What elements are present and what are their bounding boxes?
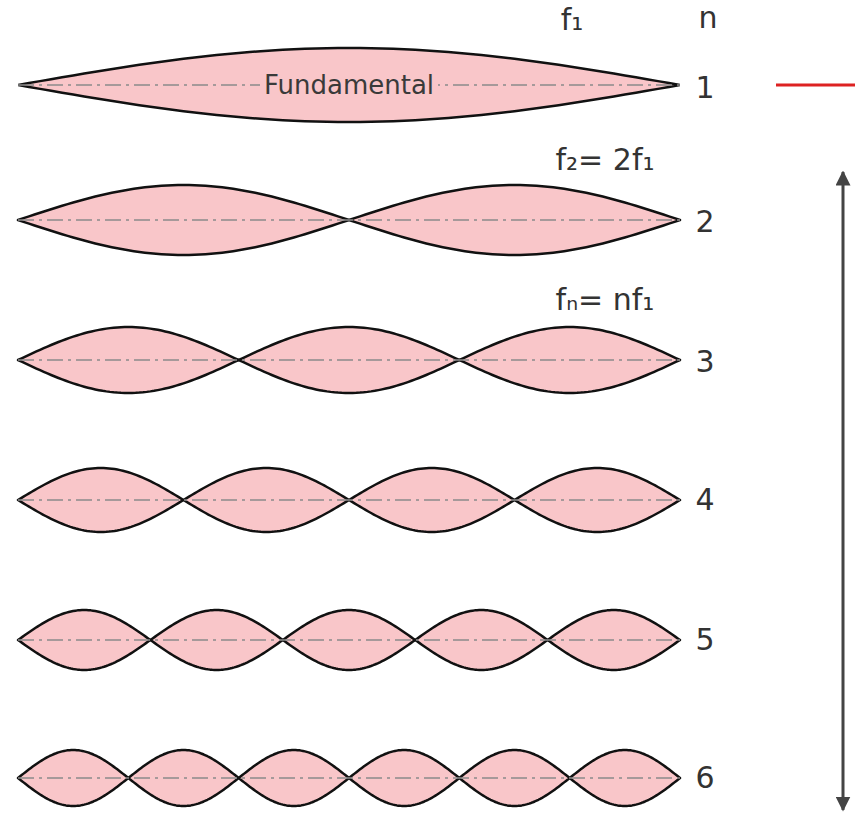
- frequency-symbol: f₁: [561, 5, 584, 35]
- fundamental-loop: Fundamental: [18, 46, 680, 124]
- harmonic-number: 2: [695, 207, 714, 237]
- harmonic-number: 6: [695, 763, 714, 793]
- range-double-arrow: [842, 172, 845, 810]
- center-axis: [18, 499, 680, 501]
- harmonic-index-header: n: [698, 3, 717, 33]
- center-axis: [18, 777, 680, 779]
- harmonic-row: [18, 185, 680, 255]
- standing-wave-loop: [18, 48, 680, 122]
- harmonic-rows: [18, 185, 680, 806]
- standing-wave-loop: [515, 468, 681, 532]
- center-axis: [18, 219, 680, 221]
- harmonic-number: 3: [695, 347, 714, 377]
- harmonic-row: [18, 610, 680, 670]
- frequency-formula: f₂= 2f₁: [556, 145, 655, 175]
- mode-name: Fundamental: [260, 71, 438, 100]
- standing-wave-loop: [18, 185, 349, 255]
- harmonic-row: [18, 750, 680, 806]
- harmonic-row: [18, 468, 680, 532]
- harmonic-number: 5: [695, 625, 714, 655]
- standing-wave-loop: [18, 468, 184, 532]
- harmonic-number: 4: [695, 485, 714, 515]
- center-axis: [18, 359, 680, 361]
- harmonic-number: 1: [695, 73, 714, 103]
- standing-wave-loop: [184, 468, 350, 532]
- harmonic-row: [18, 327, 680, 393]
- red-marker-line: [776, 84, 855, 87]
- frequency-formula: fₙ= nf₁: [556, 285, 655, 315]
- center-axis: [18, 639, 680, 641]
